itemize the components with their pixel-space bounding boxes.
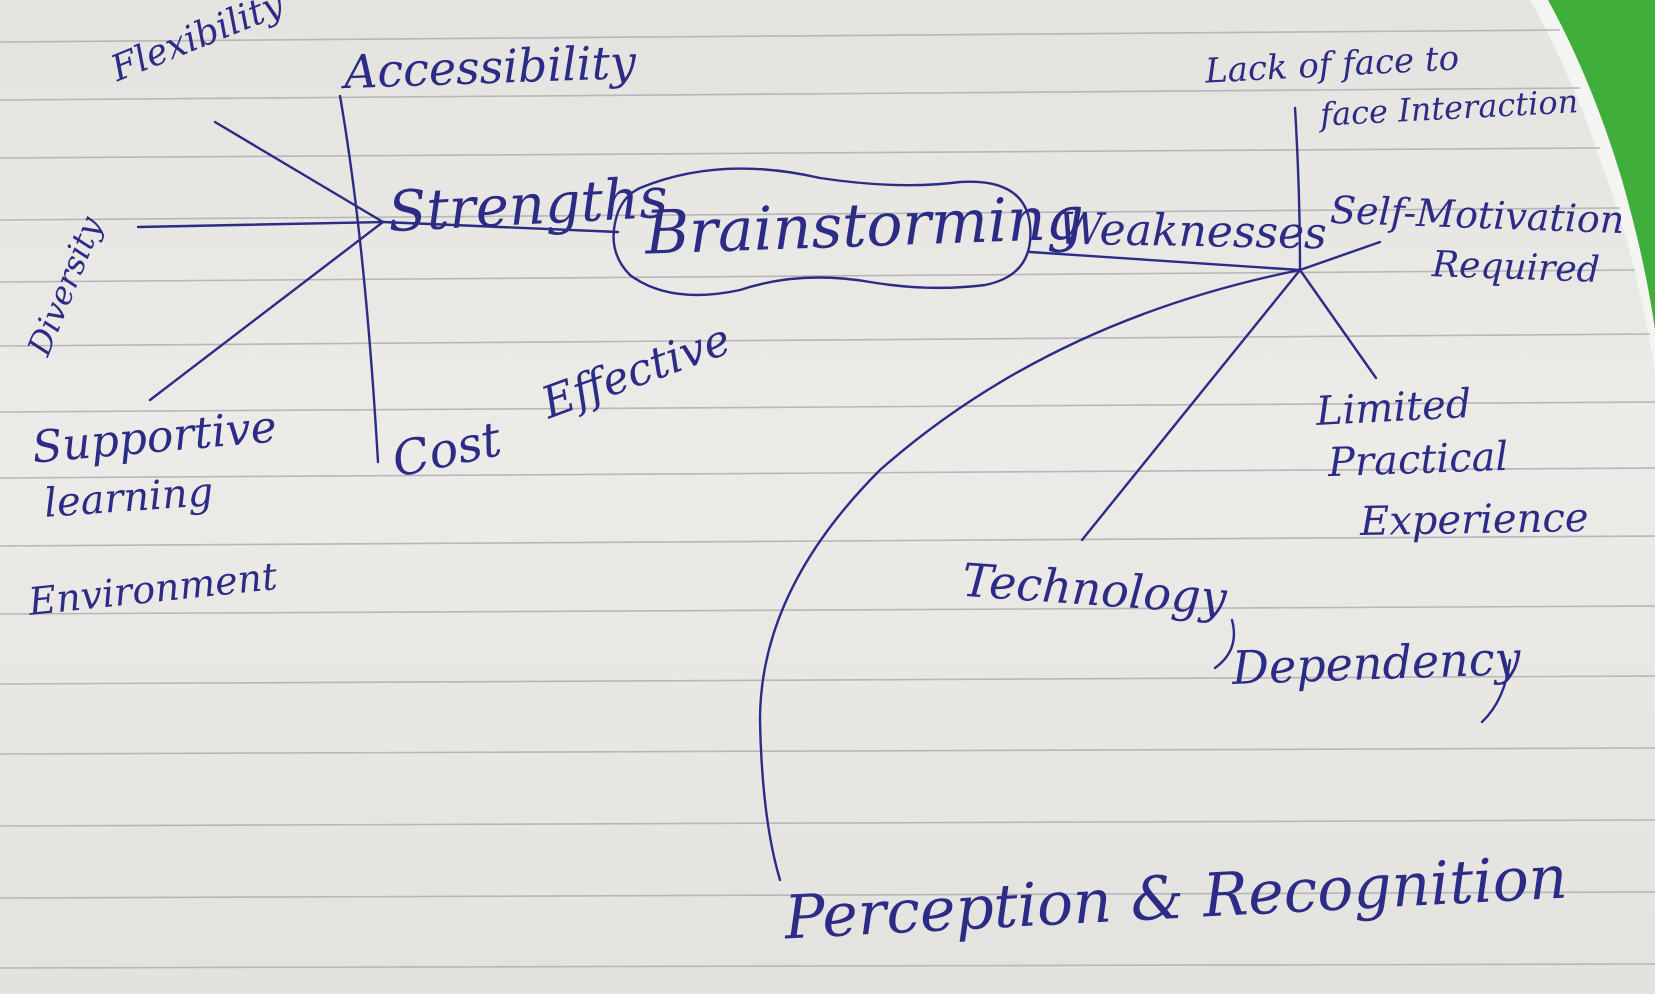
weaknesses-label: Weaknesses <box>1057 203 1328 260</box>
center-node-label: Brainstorming <box>643 183 1086 269</box>
strengths-spokes <box>136 94 385 464</box>
strengths-connector <box>381 220 620 234</box>
self-motivation-label-line1: Self-Motivation <box>1329 187 1626 243</box>
weaknesses-spokes <box>758 106 1382 882</box>
dependency-label: Dependency <box>1231 630 1522 696</box>
supportive-label-line2: learning <box>42 469 215 527</box>
accessibility-label: Accessibility <box>343 34 637 100</box>
weaknesses-connector <box>1028 250 1302 272</box>
ruled-lines <box>0 29 1655 969</box>
strengths-label: Strengths <box>386 165 670 246</box>
dependency-tail-stroke <box>1480 658 1512 724</box>
limited-label-line1: Limited <box>1314 380 1473 436</box>
green-cover-corner <box>1545 0 1655 330</box>
self-motivation-label-line2: Required <box>1431 244 1601 291</box>
center-bubble-outline <box>612 167 1032 297</box>
limited-label-line3: Experience <box>1359 495 1589 545</box>
tech-underline-stroke <box>1213 618 1236 670</box>
limited-label-line2: Practical <box>1327 433 1509 487</box>
